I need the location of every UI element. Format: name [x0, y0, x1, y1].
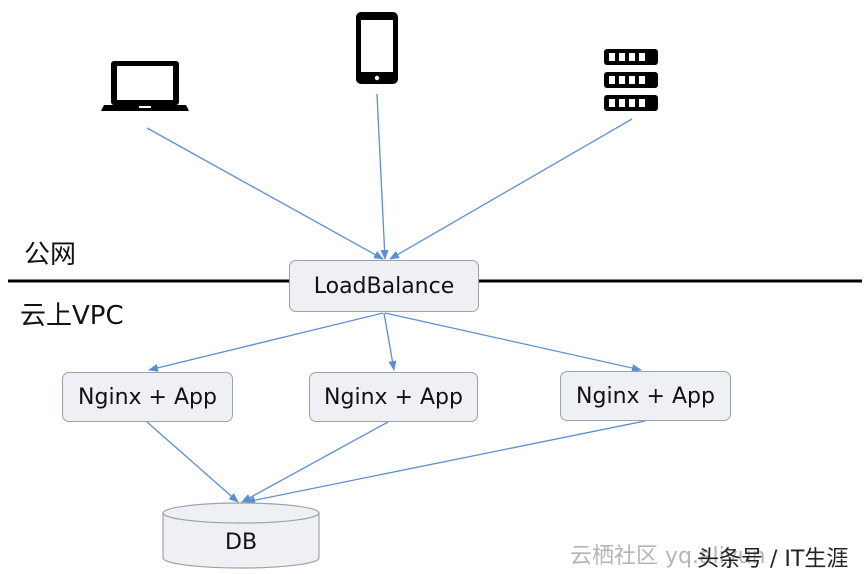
db-cylinder	[162, 502, 320, 569]
smartphone-icon	[356, 12, 398, 84]
arrow-phone-to-lb	[376, 93, 389, 260]
watermark-strong: 头条号 / IT生涯	[697, 547, 849, 572]
arrow-lb-to-app3	[384, 312, 642, 372]
arrow-app3-to-db	[245, 420, 646, 505]
laptop-icon	[101, 61, 189, 111]
public-network-label: 公网	[24, 240, 77, 270]
app-node-1-label: Nginx + App	[78, 384, 217, 410]
arrow-laptop-to-lb	[146, 127, 384, 260]
loadbalancer-label: LoadBalance	[313, 273, 455, 299]
arrow-lb-to-app2	[383, 312, 397, 371]
vpc-label: 云上VPC	[20, 301, 124, 331]
watermark-faded: 云栖社区 yq.aliyun	[570, 544, 766, 569]
db-label: DB	[225, 530, 258, 555]
server-icon	[604, 49, 658, 111]
arrow-app1-to-db	[146, 421, 239, 503]
app-node-2: Nginx + App	[309, 372, 478, 422]
loadbalancer-node: LoadBalance	[289, 260, 479, 312]
app-node-3-label: Nginx + App	[576, 383, 715, 409]
arrow-app2-to-db	[241, 421, 389, 503]
app-node-3: Nginx + App	[560, 371, 731, 421]
app-node-2-label: Nginx + App	[324, 384, 463, 410]
arrow-server-to-lb	[389, 118, 633, 260]
app-node-1: Nginx + App	[62, 372, 233, 422]
arrow-lb-to-app1	[148, 312, 384, 372]
